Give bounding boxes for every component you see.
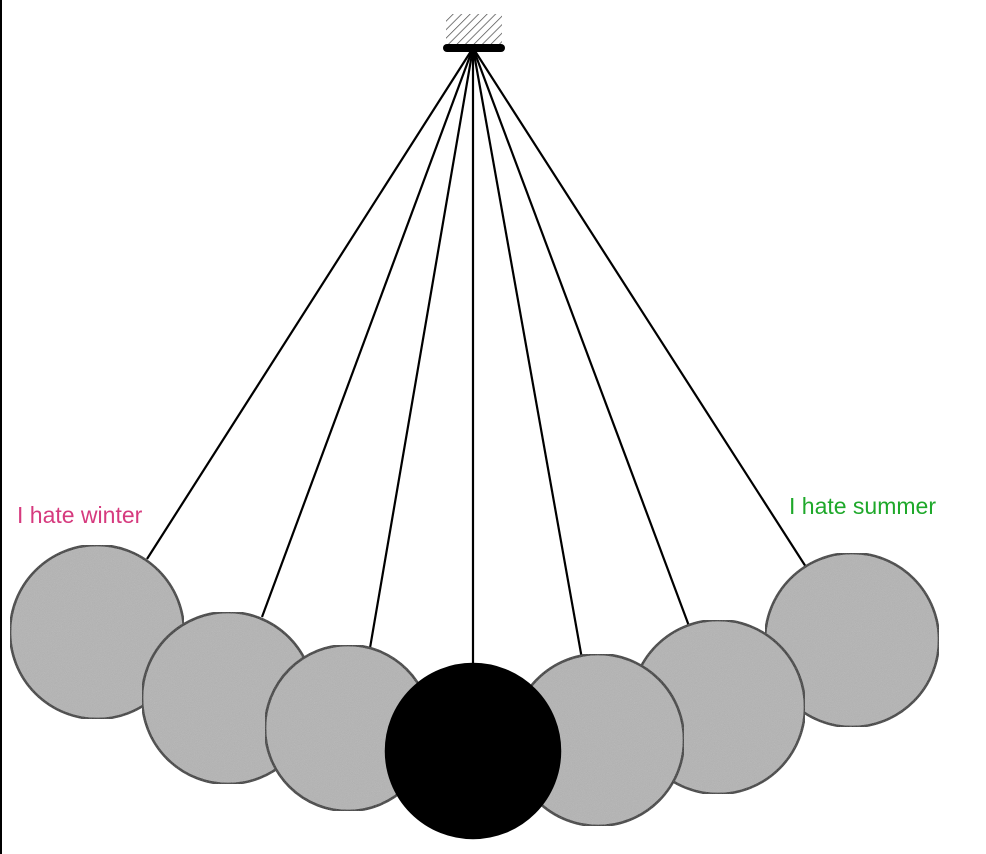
- label-i-hate-winter: I hate winter: [17, 502, 143, 528]
- ceiling-mount: [446, 14, 502, 46]
- label-i-hate-summer: I hate summer: [789, 493, 936, 519]
- string-bob-left-3: [368, 47, 475, 649]
- string-bob-right-3: [471, 47, 584, 660]
- string-bob-right-2: [471, 47, 691, 627]
- bob-center: [384, 662, 562, 840]
- string-bob-far-right: [472, 47, 807, 568]
- pendulum-bobs: [8, 543, 941, 840]
- string-bob-far-left: [146, 47, 474, 560]
- string-bob-left-2: [260, 47, 475, 618]
- pendulum-strings: [146, 47, 807, 665]
